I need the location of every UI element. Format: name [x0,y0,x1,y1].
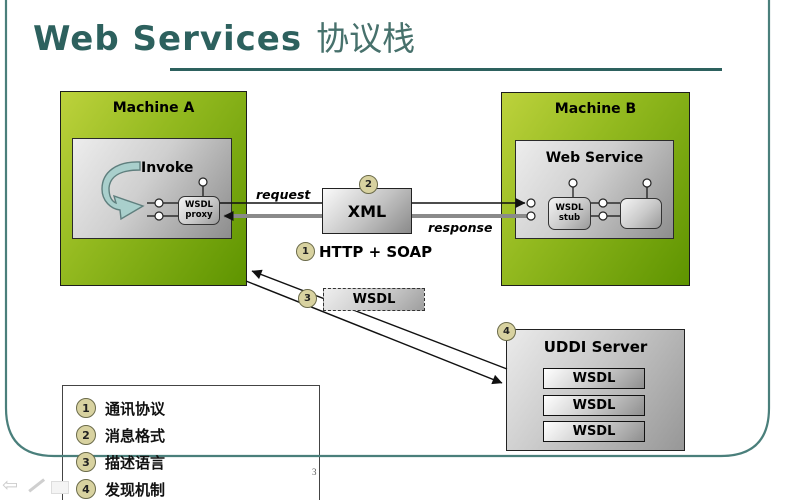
badge-3: 3 [298,289,317,308]
wsdl-lookup-line [251,269,508,370]
invoke-arrow-icon [101,161,145,221]
legend-item: 2 消息格式 [76,424,316,446]
component-lollipop-circle [642,178,652,188]
legend-badge-4: 4 [76,479,96,499]
interface-circle [598,198,608,208]
xml-label: XML [347,201,387,221]
legend-item: 4 发现机制 [76,478,316,500]
legend-label-4: 发现机制 [105,482,166,499]
request-label: request [256,187,311,202]
proxy-lollipop-circle [198,177,208,187]
wsdl-dashed-box: WSDL [323,288,425,311]
legend-label-3: 描述语言 [105,455,166,472]
legend-item: 1 通讯协议 [76,397,316,419]
stub-left-circle [526,211,536,221]
wsdl-stub-box: WSDL stub [548,197,591,230]
legend-badge-1: 1 [76,398,96,418]
wsdl-stub-line2: stub [558,212,581,223]
http-soap-label: HTTP + SOAP [319,243,433,261]
slide-icon[interactable] [51,481,69,494]
page-number: 3 [312,467,317,477]
blank-component-box [620,198,662,229]
legend-item: 3 描述语言 [76,451,316,473]
legend-badge-3: 3 [76,452,96,472]
response-label: response [428,220,493,235]
legend-label-2: 消息格式 [105,428,166,445]
stub-lollipop-circle [568,178,578,188]
xml-box: XML [322,188,412,234]
interface-circle [154,211,164,221]
wsdl-proxy-box: WSDL proxy [178,196,220,225]
legend-label-1: 通讯协议 [105,401,166,418]
wsdl-proxy-line2: proxy [185,209,213,220]
wsdl-dashed-label: WSDL [352,292,396,307]
badge-2: 2 [359,175,378,194]
interface-circle [598,211,608,221]
back-arrow-icon[interactable]: ⇦ [2,474,18,496]
stub-left-circle [526,198,536,208]
badge-4: 4 [497,322,516,341]
legend-badge-2: 2 [76,425,96,445]
interface-circle [154,198,164,208]
badge-1: 1 [296,242,315,261]
